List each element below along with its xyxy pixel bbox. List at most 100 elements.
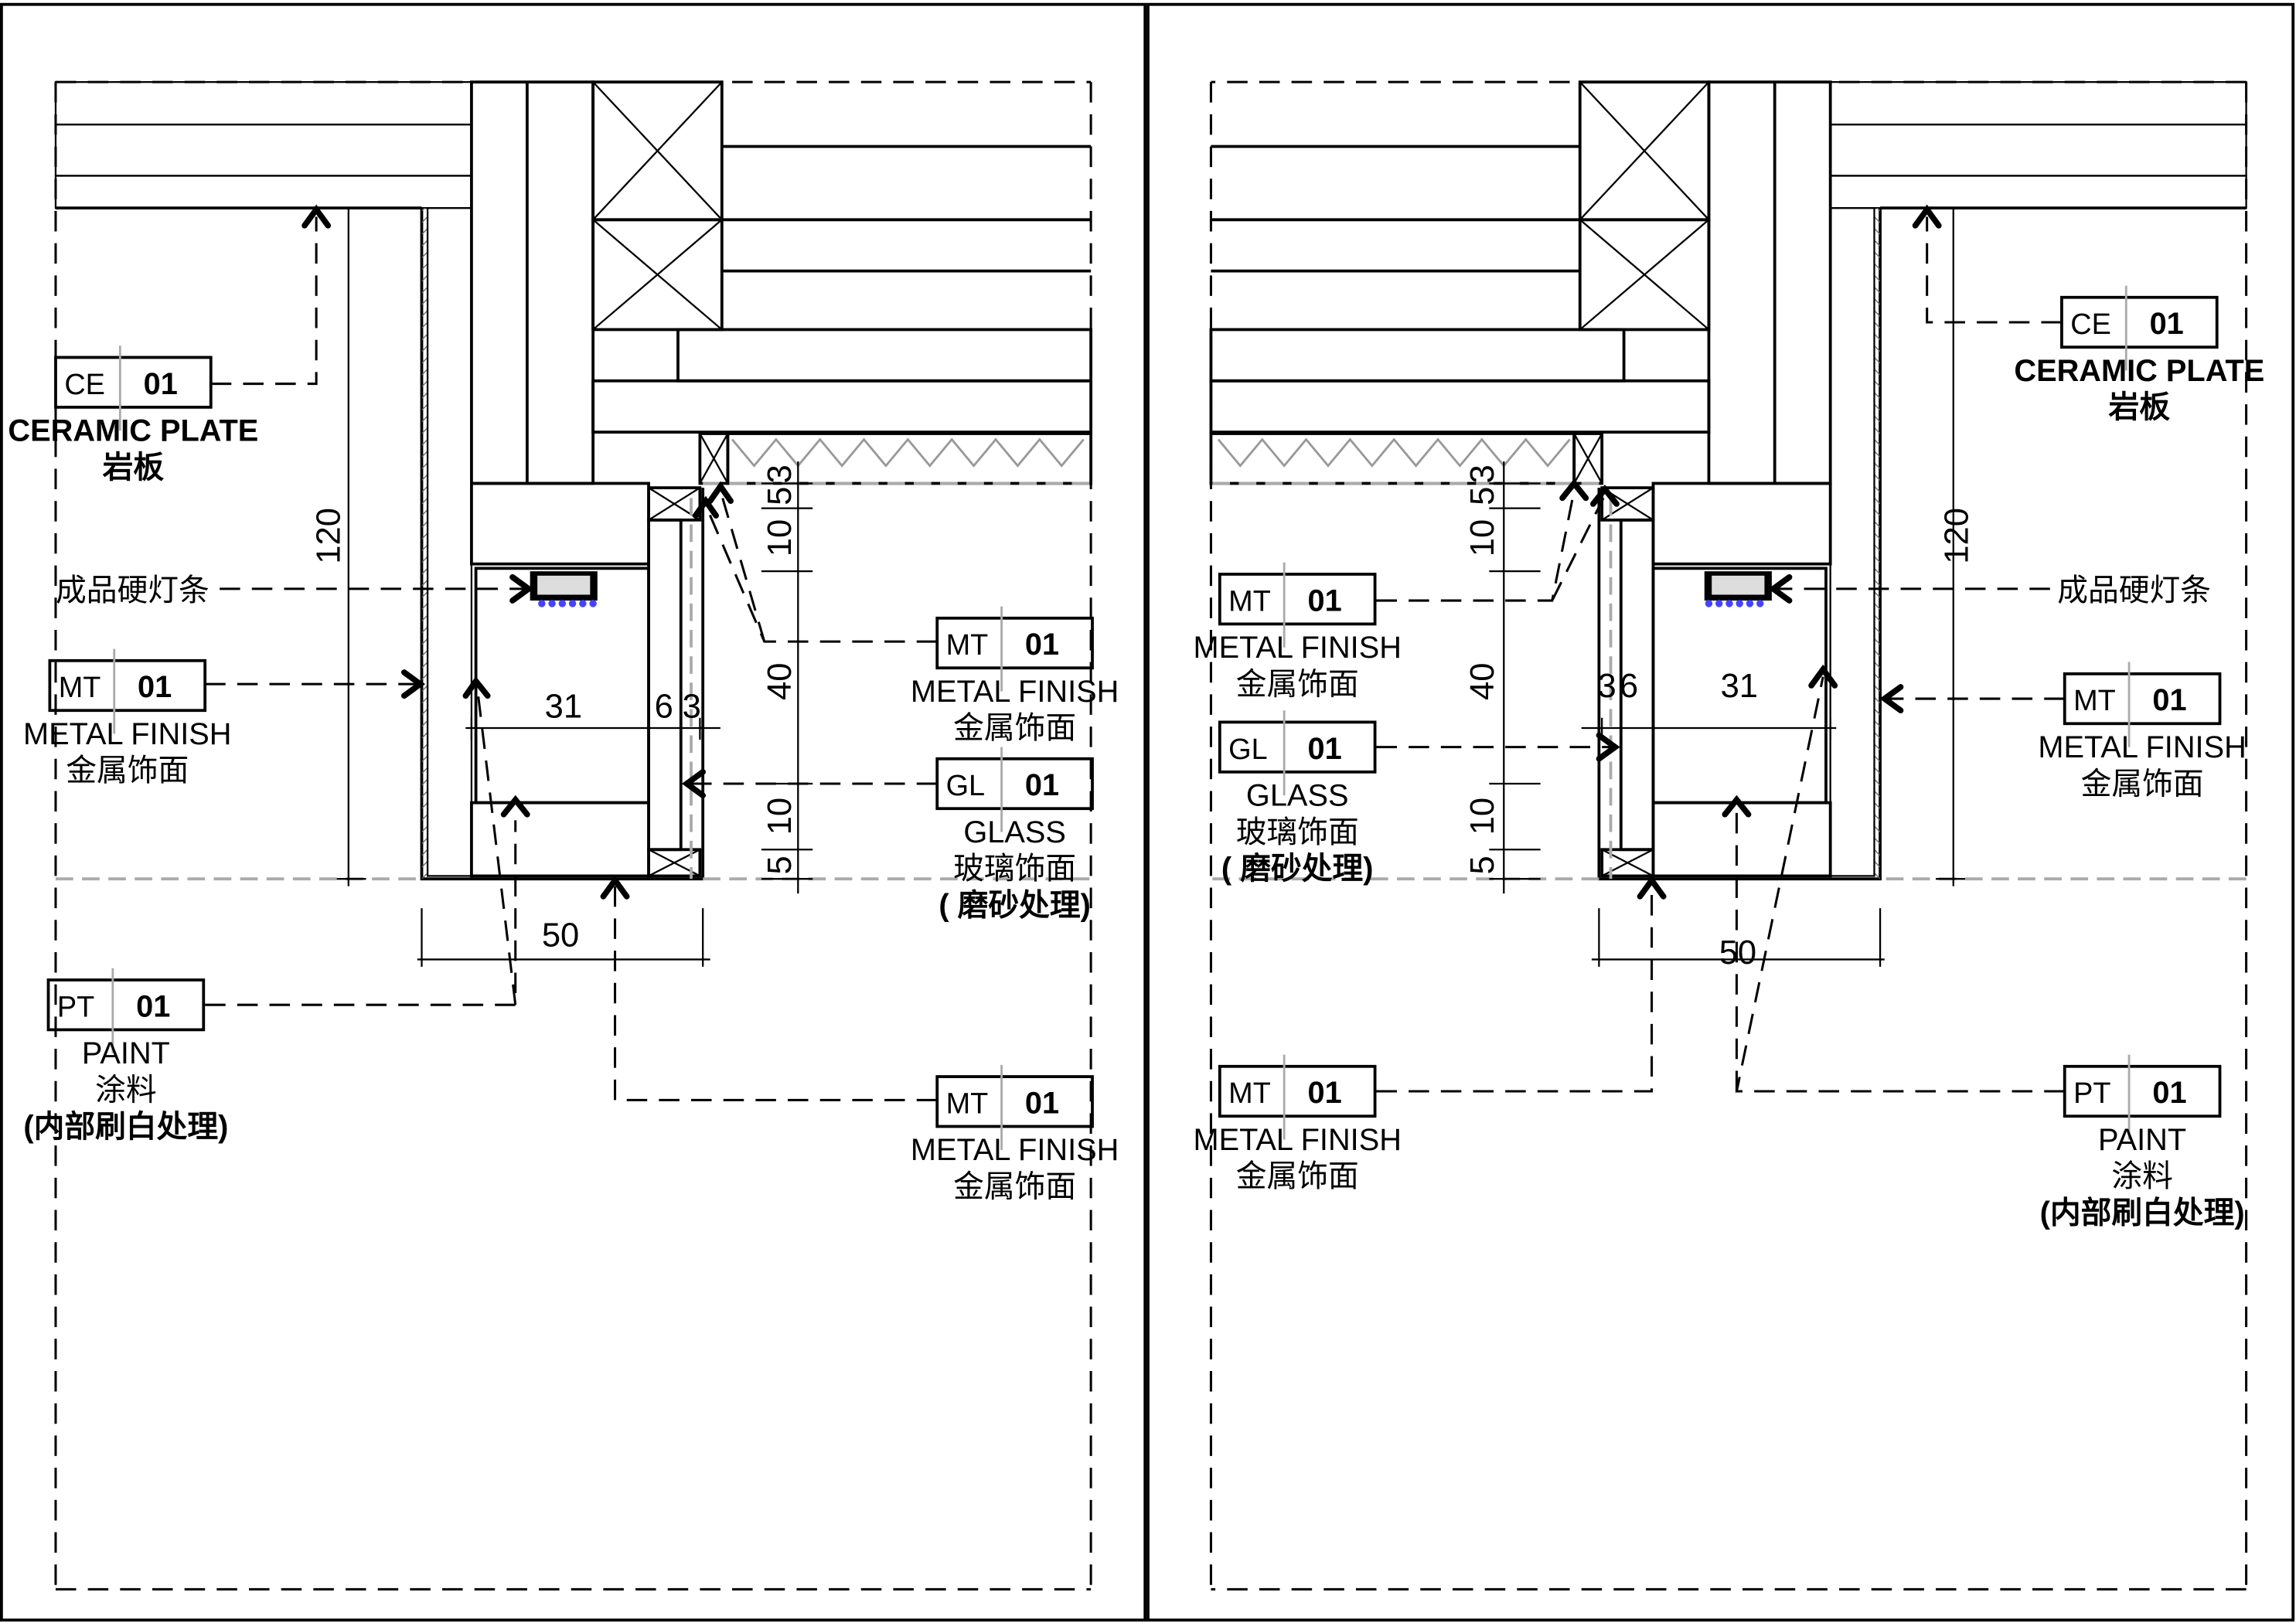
- tag-code: PT: [57, 991, 94, 1023]
- tag-number: 01: [1307, 1076, 1341, 1110]
- tag-box: [2063, 1064, 2222, 1118]
- left-dimensions: 120 31 6 3 50 5 3 10 40 10 5: [310, 464, 798, 954]
- dim-v-c: 10: [1464, 798, 1501, 835]
- tag-code: MT: [946, 1087, 989, 1120]
- tag-box: [46, 978, 206, 1032]
- tag-description: (内部刷白处理): [23, 1110, 228, 1144]
- tag-description: 玻璃饰面: [953, 852, 1076, 886]
- tag-code: PT: [2073, 1077, 2110, 1110]
- dim-v-top2: 3: [761, 464, 799, 483]
- tag-number: 01: [144, 367, 178, 401]
- led-strip-label: 成品硬灯条: [2057, 573, 2211, 607]
- tag-description: 金属饰面: [953, 711, 1076, 745]
- left-panel-frame: [0, 2, 1147, 1622]
- tag-description: 岩板: [2109, 390, 2171, 424]
- tag-description: METAL FINISH: [23, 717, 231, 751]
- tag-description: 金属饰面: [1236, 1159, 1359, 1193]
- tag-number: 01: [2152, 1076, 2186, 1110]
- dim-v-top2: 3: [1464, 464, 1501, 483]
- tag-description: 岩板: [103, 451, 165, 485]
- tag-number: 01: [1307, 584, 1341, 618]
- tag-number: 01: [1025, 768, 1059, 802]
- tag-code: GL: [946, 770, 986, 802]
- tag-box: [935, 616, 1094, 670]
- dim-height: 120: [310, 508, 347, 564]
- tag-box: [2060, 295, 2219, 349]
- dim-v-b: 40: [761, 662, 799, 699]
- tag-description: METAL FINISH: [911, 1133, 1119, 1167]
- tag-description: METAL FINISH: [1193, 1123, 1401, 1157]
- dim-glass: 6: [655, 689, 673, 726]
- dim-v-d: 5: [1464, 856, 1501, 874]
- dim-width: 50: [1719, 934, 1756, 971]
- tag-description: 金属饰面: [66, 754, 189, 788]
- tag-box: [48, 658, 207, 713]
- tag-box: [2063, 672, 2222, 726]
- tag-description: METAL FINISH: [1193, 631, 1401, 665]
- dim-v-top1: 5: [761, 487, 799, 505]
- tag-description: METAL FINISH: [2038, 730, 2246, 764]
- tag-code: CE: [2070, 308, 2111, 341]
- tag-description: 涂料: [2111, 1159, 2173, 1193]
- left-leaders: [205, 204, 938, 1101]
- tag-box: [1218, 573, 1377, 626]
- tag-description: 涂料: [95, 1073, 157, 1107]
- tag-description: METAL FINISH: [911, 675, 1119, 709]
- dim-gap: 3: [1597, 668, 1616, 705]
- tag-number: 01: [138, 670, 172, 704]
- tag-box: [935, 757, 1094, 811]
- dim-v-c: 10: [761, 798, 799, 835]
- dim-inner: 31: [1721, 668, 1758, 705]
- tag-code: MT: [2073, 685, 2116, 717]
- led-strip-label: 成品硬灯条: [56, 573, 210, 607]
- tag-number: 01: [1025, 1086, 1059, 1120]
- tag-number: 01: [2152, 683, 2186, 717]
- dim-glass: 6: [1620, 668, 1638, 705]
- dim-v-b: 40: [1464, 662, 1501, 699]
- dim-v-a: 10: [1464, 519, 1501, 556]
- right-panel-frame: [1146, 2, 2295, 1622]
- dim-width: 50: [542, 917, 579, 954]
- tag-description: PAINT: [2098, 1123, 2186, 1157]
- tag-number: 01: [136, 989, 170, 1023]
- tag-box: [1218, 1064, 1377, 1118]
- tag-code: MT: [59, 672, 101, 704]
- right-dimensions: 120 31 3 6 50 5 3 10 40 10 5: [1464, 464, 1976, 971]
- tag-number: 01: [1025, 628, 1059, 662]
- tag-number: 01: [1307, 732, 1341, 766]
- tag-description: ( 磨砂处理): [938, 889, 1091, 923]
- dim-v-top1: 5: [1464, 487, 1501, 505]
- tag-description: CERAMIC PLATE: [8, 413, 258, 447]
- left-detail-section: [54, 80, 1093, 1591]
- tag-description: ( 磨砂处理): [1221, 852, 1374, 886]
- tag-code: MT: [1228, 1077, 1271, 1110]
- tag-box: [54, 356, 213, 409]
- tag-number: 01: [2150, 307, 2184, 341]
- tag-box: [935, 1075, 1094, 1128]
- tag-box: [1218, 720, 1377, 774]
- tag-code: MT: [946, 629, 989, 662]
- tag-code: CE: [64, 369, 105, 401]
- right-leaders: [1376, 204, 2065, 1093]
- tag-description: CERAMIC PLATE: [2014, 354, 2264, 388]
- tag-description: GLASS: [963, 815, 1066, 849]
- tag-description: 金属饰面: [2081, 767, 2204, 801]
- tag-description: 金属饰面: [953, 1169, 1076, 1203]
- dim-v-d: 5: [761, 856, 799, 874]
- tag-description: 金属饰面: [1236, 667, 1359, 701]
- dim-gap: 3: [683, 689, 701, 726]
- dim-v-a: 10: [761, 519, 799, 556]
- tag-description: PAINT: [82, 1036, 170, 1070]
